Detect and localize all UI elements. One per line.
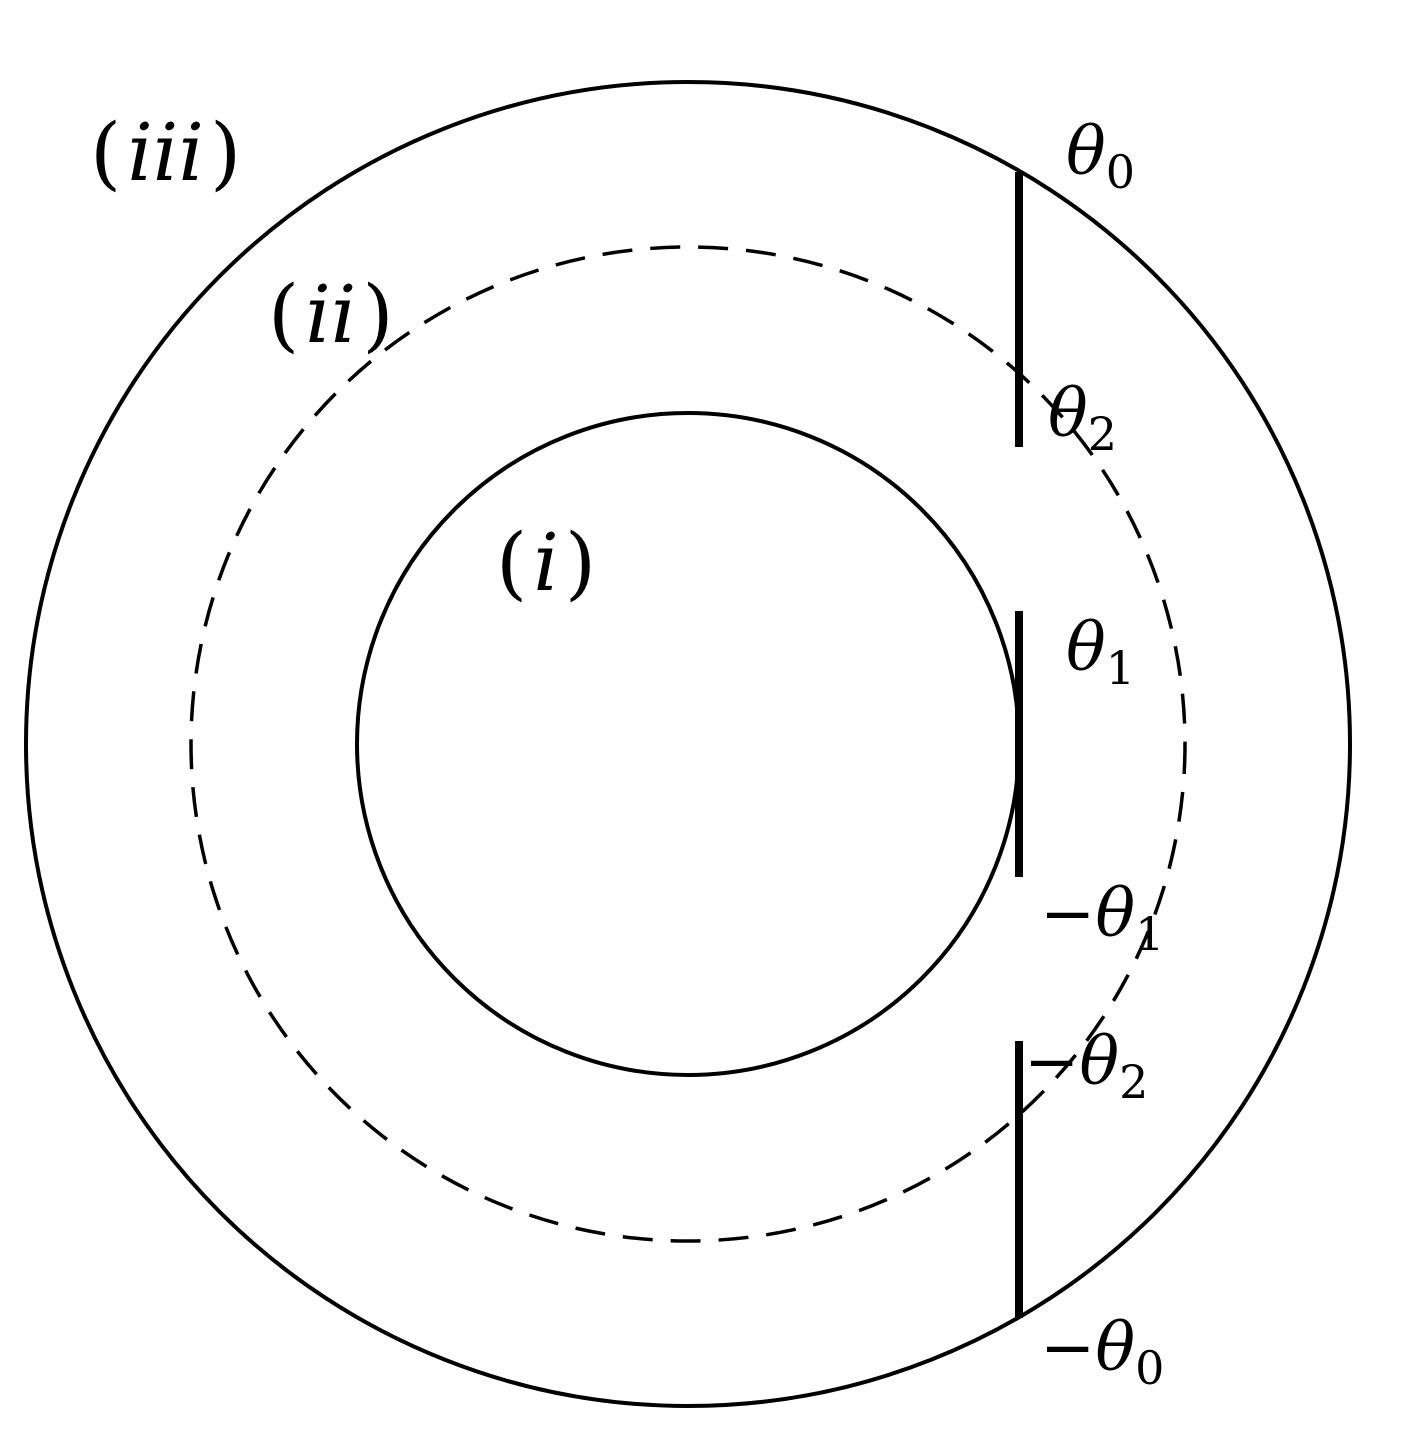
label-theta-1: θ1 (1066, 609, 1135, 695)
region-label-iii: (iii) (90, 106, 241, 199)
label-neg-theta-0: −θ0 (1040, 1309, 1164, 1395)
middle-dashed-circle (189, 245, 1187, 1243)
inner-circle (355, 411, 1021, 1077)
label-theta-2: θ2 (1048, 375, 1117, 461)
label-theta-0: θ0 (1066, 113, 1135, 199)
outer-circle (24, 80, 1352, 1408)
region-label-i: (i) (496, 516, 596, 609)
label-neg-theta-2: −θ2 (1024, 1023, 1148, 1109)
label-neg-theta-1: −θ1 (1040, 875, 1164, 961)
region-label-ii: (ii) (268, 268, 394, 361)
